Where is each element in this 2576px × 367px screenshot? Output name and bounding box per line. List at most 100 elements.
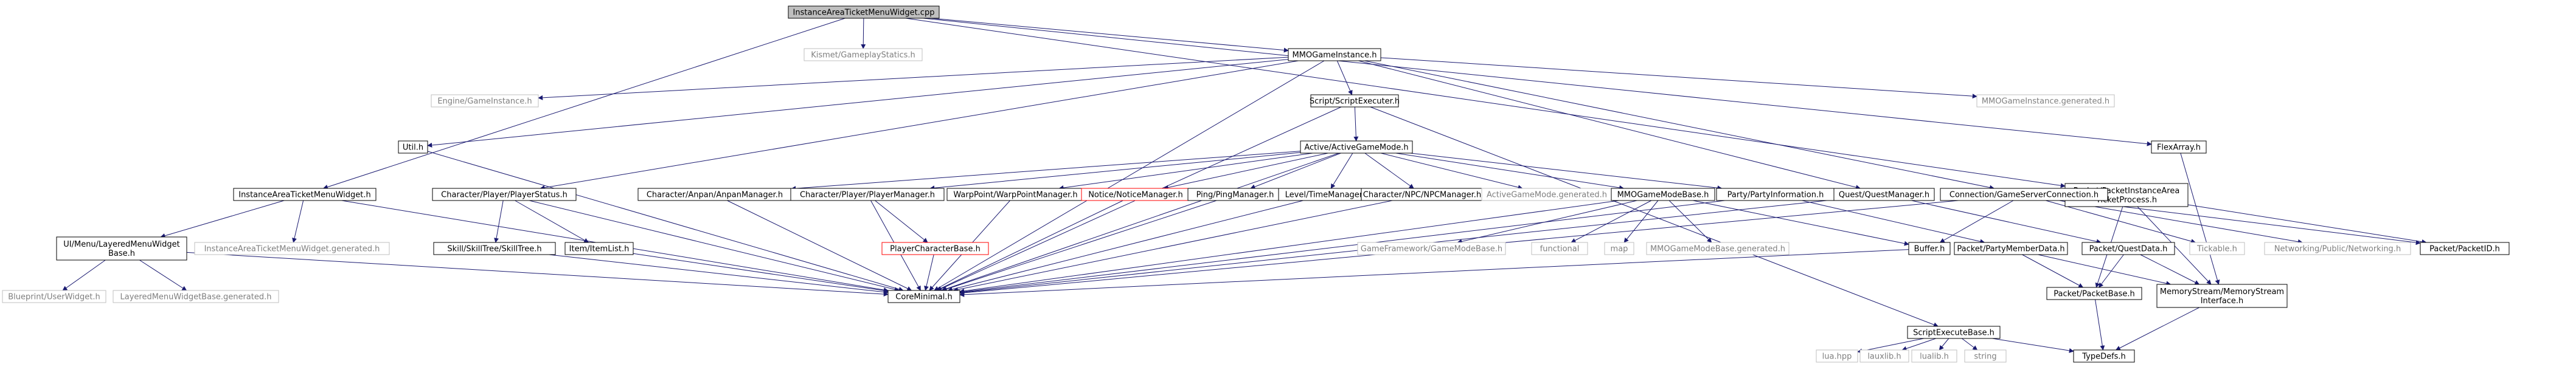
node-charstatus[interactable]: Character/Player/PlayerStatus.h xyxy=(432,188,577,201)
node-box xyxy=(887,290,960,303)
edge-agm-to-levelmgr xyxy=(1330,153,1353,189)
edge-mmogi-to-conn xyxy=(1364,60,1995,190)
edge-scriptexecbase-to-typedefs xyxy=(1992,338,2074,353)
node-iatmw_h[interactable]: InstanceAreaTicketMenuWidget.h xyxy=(233,188,377,201)
edge-layered-to-blueprint xyxy=(62,259,106,291)
node-label: Kismet/GameplayStatics.h xyxy=(811,51,915,60)
node-scriptexecbase[interactable]: ScriptExecuteBase.h xyxy=(1907,326,2001,339)
node-playercharbase[interactable]: PlayerCharacterBase.h xyxy=(881,242,989,255)
edge-flexarray-to-memstream xyxy=(2180,153,2220,285)
edge-root-to-packet_proc xyxy=(905,18,2066,188)
node-mmogi_gen: MMOGameInstance.generated.h xyxy=(1976,94,2115,108)
node-kismet: Kismet/GameplayStatics.h xyxy=(804,48,923,61)
edge-charstatus-to-skilltree xyxy=(494,200,504,243)
node-buffer[interactable]: Buffer.h xyxy=(1908,242,1951,255)
node-box xyxy=(1954,242,2068,255)
edge-conn-to-buffer xyxy=(1939,200,2014,243)
node-label: FlexArray.h xyxy=(2157,143,2201,153)
node-label: GameFramework/GameModeBase.h xyxy=(1361,245,1502,254)
edge-agm-to-partyinfo xyxy=(1410,153,1723,191)
node-label: Packet/PartyMemberData.h xyxy=(1957,245,2064,254)
node-flexarray[interactable]: FlexArray.h xyxy=(2151,140,2207,154)
edge-scriptexecbase-to-lualib xyxy=(1939,338,1949,351)
edge-noticemgr-to-coreminimal xyxy=(936,200,1123,291)
node-label: Tickable.h xyxy=(2196,245,2237,254)
node-label: Quest/QuestManager.h xyxy=(1839,191,1929,200)
node-label: map xyxy=(1611,245,1628,254)
node-itemlist[interactable]: Item/ItemList.h xyxy=(564,242,634,255)
node-levelmgr[interactable]: Level/TimeManager.h xyxy=(1278,188,1377,201)
node-label: UI/Menu/LayeredMenuWidget xyxy=(63,240,179,249)
node-mmogmb_gen: MMOGameModeBase.generated.h xyxy=(1646,242,1790,255)
node-luahpp: lua.hpp xyxy=(1816,349,1858,363)
node-box xyxy=(1976,94,2115,108)
node-label: Networking/Public/Networking.h xyxy=(2274,245,2401,254)
node-label: Skill/SkillTree/SkillTree.h xyxy=(447,245,541,254)
node-box xyxy=(790,188,945,201)
node-label: Script/ScriptExecuter.h xyxy=(1310,97,1400,106)
edge-questdata-to-packetbase xyxy=(2099,254,2124,288)
node-lualib: lualib.h xyxy=(1911,349,1957,363)
edge-agm-to-noticemgr xyxy=(1163,153,1328,190)
node-questmgr[interactable]: Quest/QuestManager.h xyxy=(1833,188,1935,201)
node-box xyxy=(432,188,577,201)
node-label: MMOGameInstance.generated.h xyxy=(1982,97,2109,106)
node-coreminimal[interactable]: CoreMinimal.h xyxy=(887,290,960,303)
node-conn[interactable]: Connection/GameServerConnection.h xyxy=(1940,188,2108,201)
node-label: Active/ActiveGameMode.h xyxy=(1304,143,1408,153)
node-label: functional xyxy=(1540,245,1580,254)
node-typedefs[interactable]: TypeDefs.h xyxy=(2073,349,2135,363)
node-box xyxy=(1531,242,1588,255)
node-box xyxy=(113,290,279,303)
node-util[interactable]: Util.h xyxy=(398,140,428,154)
node-packetbase[interactable]: Packet/PacketBase.h xyxy=(2046,287,2142,300)
edge-root-to-flexarray xyxy=(923,18,2152,146)
edge-util-to-coreminimal xyxy=(427,151,904,292)
node-mmogmb[interactable]: MMOGameModeBase.h xyxy=(1611,188,1715,201)
node-partyinfo[interactable]: Party/PartyInformation.h xyxy=(1716,188,1835,201)
node-string: string xyxy=(1964,349,2007,363)
node-gmbase: GameFramework/GameModeBase.h xyxy=(1357,242,1506,255)
node-label: InstanceAreaTicketMenuWidget.h xyxy=(238,191,371,200)
edge-layered-to-layered_gen xyxy=(139,259,187,291)
node-packetid[interactable]: Packet/PacketID.h xyxy=(2420,242,2510,255)
edge-agm-to-anpan xyxy=(791,151,1301,191)
node-box xyxy=(1816,349,1858,363)
node-label: lauxlib.h xyxy=(1867,352,1901,362)
node-scriptexec[interactable]: Script/ScriptExecuter.h xyxy=(1310,94,1400,108)
node-playermgr[interactable]: Character/Player/PlayerManager.h xyxy=(790,188,945,201)
edge-root-to-kismet xyxy=(861,18,866,49)
node-label: Connection/GameServerConnection.h xyxy=(1949,191,2099,200)
node-mmogi[interactable]: MMOGameInstance.h xyxy=(1288,48,1381,61)
node-box xyxy=(1911,349,1957,363)
node-box xyxy=(2189,242,2245,255)
node-box xyxy=(1908,242,1951,255)
node-pingmgr[interactable]: Ping/PingManager.h xyxy=(1187,188,1283,201)
node-label: Character/Player/PlayerManager.h xyxy=(800,191,935,200)
node-box xyxy=(431,94,539,108)
node-root[interactable]: InstanceAreaTicketMenuWidget.cpp xyxy=(788,5,940,19)
edge-iatmw_h-to-layered xyxy=(160,200,285,238)
node-partymember[interactable]: Packet/PartyMemberData.h xyxy=(1954,242,2068,255)
edge-memstream-to-typedefs xyxy=(2115,307,2199,351)
edge-agm-to-pingmgr xyxy=(1250,153,1341,190)
node-label: Character/Anpan/AnpanManager.h xyxy=(647,191,783,200)
node-questdata[interactable]: Packet/QuestData.h xyxy=(2081,242,2175,255)
node-warpmgr[interactable]: WarpPoint/WarpPointManager.h xyxy=(946,188,1085,201)
node-label: Util.h xyxy=(403,143,423,153)
edge-questdata-to-memstream xyxy=(2140,254,2200,285)
node-box xyxy=(233,188,377,201)
edge-anpan-to-coreminimal xyxy=(727,200,912,291)
node-anpan[interactable]: Character/Anpan/AnpanManager.h xyxy=(637,188,792,201)
node-label: TicketProcess.h xyxy=(2095,196,2157,205)
node-npcmgr[interactable]: Character/NPC/NPCManager.h xyxy=(1361,188,1484,201)
node-layered[interactable]: UI/Menu/LayeredMenuWidgetBase.h xyxy=(56,236,187,261)
node-agm[interactable]: Active/ActiveGameMode.h xyxy=(1300,140,1413,154)
node-noticemgr[interactable]: Notice/NoticeManager.h xyxy=(1081,188,1190,201)
node-blueprint: Blueprint/UserWidget.h xyxy=(2,290,106,303)
node-box xyxy=(1310,94,1399,108)
node-tickable: Tickable.h xyxy=(2189,242,2245,255)
node-skilltree[interactable]: Skill/SkillTree/SkillTree.h xyxy=(433,242,556,255)
